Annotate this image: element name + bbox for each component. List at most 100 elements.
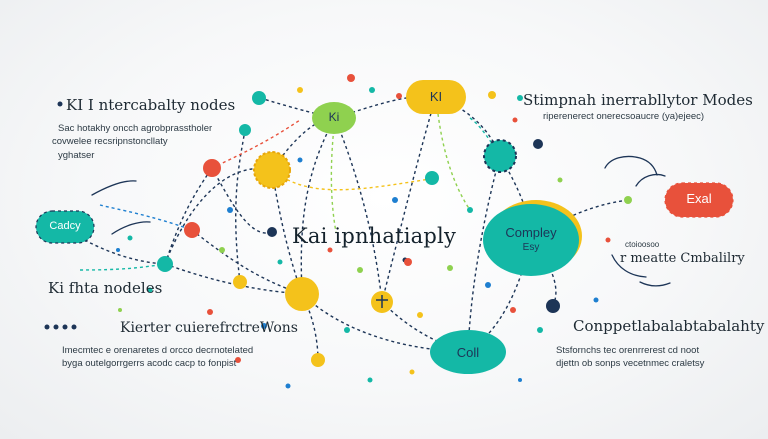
node-exal bbox=[664, 182, 734, 218]
node-yellow-circle-lower bbox=[285, 277, 319, 311]
link bbox=[211, 167, 273, 234]
node-coll bbox=[430, 330, 506, 374]
bottom-right-desc-line: djettn ob sonps vecetnmec craletsy bbox=[556, 358, 705, 369]
bottom-right-desc-line: Stsfornchs tec orenrrerest cd noot bbox=[556, 345, 700, 356]
link bbox=[99, 204, 193, 231]
dot bbox=[593, 297, 599, 303]
dot bbox=[417, 312, 423, 318]
link bbox=[63, 227, 166, 265]
link bbox=[164, 263, 303, 295]
bottom-right-heading: Conppetlabalabtabalahty bbox=[573, 317, 765, 335]
top-left-desc-line: Sac hotakhy oncch agrobprasstholer bbox=[58, 123, 213, 134]
node-ki-top bbox=[406, 80, 466, 114]
node-exal-label: Exal bbox=[686, 191, 712, 206]
swoosh-line bbox=[639, 281, 671, 287]
swoosh-line bbox=[604, 155, 658, 176]
link bbox=[211, 119, 301, 169]
dot bbox=[485, 282, 491, 288]
dot bbox=[157, 256, 173, 272]
dot bbox=[512, 117, 518, 123]
dot bbox=[62, 324, 68, 330]
node-complex bbox=[483, 204, 579, 276]
right-mid-heading: r meatte Cmbalilry bbox=[620, 251, 745, 266]
dot bbox=[57, 101, 63, 107]
dot bbox=[392, 197, 398, 203]
node-complex-sublabel: Esy bbox=[522, 242, 540, 253]
dot bbox=[396, 93, 402, 99]
dot bbox=[227, 207, 233, 213]
dot bbox=[118, 308, 122, 312]
dot bbox=[116, 248, 120, 252]
dot bbox=[285, 383, 291, 389]
link bbox=[467, 155, 501, 353]
dot bbox=[239, 124, 251, 136]
node-ki-green bbox=[312, 102, 356, 134]
swooshes bbox=[91, 155, 671, 287]
dot bbox=[297, 157, 303, 163]
node-complex-label: Compley bbox=[505, 225, 557, 240]
node-ki-green-label: Ki bbox=[328, 110, 340, 124]
dot bbox=[467, 207, 473, 213]
link bbox=[499, 155, 532, 239]
dot bbox=[203, 159, 221, 177]
dot bbox=[357, 267, 363, 273]
dot bbox=[510, 307, 516, 313]
dot bbox=[404, 258, 412, 266]
dot bbox=[518, 378, 522, 382]
dot bbox=[557, 177, 563, 183]
dot bbox=[369, 87, 375, 93]
dot bbox=[297, 87, 303, 93]
network-nodes bbox=[35, 80, 734, 374]
dot bbox=[409, 369, 415, 375]
dot bbox=[488, 91, 496, 99]
dot bbox=[605, 237, 611, 243]
link bbox=[164, 167, 213, 265]
dot bbox=[252, 91, 266, 105]
node-ki-top-label: KI bbox=[429, 89, 443, 104]
dot bbox=[517, 95, 523, 101]
link bbox=[301, 293, 469, 353]
dot bbox=[546, 299, 560, 313]
link bbox=[435, 95, 501, 157]
dot bbox=[277, 259, 283, 265]
dot bbox=[71, 324, 77, 330]
link bbox=[300, 117, 336, 295]
dot bbox=[261, 323, 267, 329]
dot bbox=[347, 74, 355, 82]
swoosh-line bbox=[611, 254, 647, 278]
node-cadcy bbox=[35, 210, 95, 244]
dot bbox=[207, 309, 213, 315]
swoosh-line bbox=[111, 221, 151, 235]
swoosh-line bbox=[91, 180, 137, 196]
link bbox=[235, 129, 246, 283]
top-left-heading: KI I ntercabalty nodes bbox=[66, 96, 236, 114]
link bbox=[330, 117, 337, 233]
dot bbox=[624, 196, 632, 204]
dot bbox=[533, 139, 543, 149]
dot bbox=[53, 324, 59, 330]
dot bbox=[447, 265, 453, 271]
center-title: Kai ipnhatiaply bbox=[292, 224, 457, 248]
dot bbox=[311, 353, 325, 367]
dot bbox=[147, 287, 153, 293]
dot bbox=[367, 377, 373, 383]
bottom-left-heading: Kierter cuierefrctreWons bbox=[120, 320, 298, 336]
swoosh-line bbox=[635, 173, 666, 187]
dot bbox=[44, 324, 50, 330]
dot bbox=[233, 275, 247, 289]
top-right-heading: Stimpnah inerrabllytor Modes bbox=[523, 91, 753, 109]
dot bbox=[267, 227, 277, 237]
decorative-dots bbox=[44, 74, 632, 389]
link bbox=[334, 117, 383, 303]
dot bbox=[219, 247, 225, 253]
dot bbox=[537, 327, 543, 333]
node-yellow-circle bbox=[253, 151, 291, 189]
dot bbox=[127, 235, 133, 241]
node-mark-icon bbox=[376, 295, 388, 308]
top-right-desc: riperenerect onerecsoaucre (ya)ejeec) bbox=[543, 111, 705, 122]
bottom-left-desc-line: Imecmtec e orenaretes d orcco decrnotela… bbox=[62, 345, 254, 356]
dot bbox=[327, 247, 333, 253]
node-teal-circle bbox=[483, 139, 517, 173]
node-cadcy-label: Cadcy bbox=[49, 220, 81, 232]
